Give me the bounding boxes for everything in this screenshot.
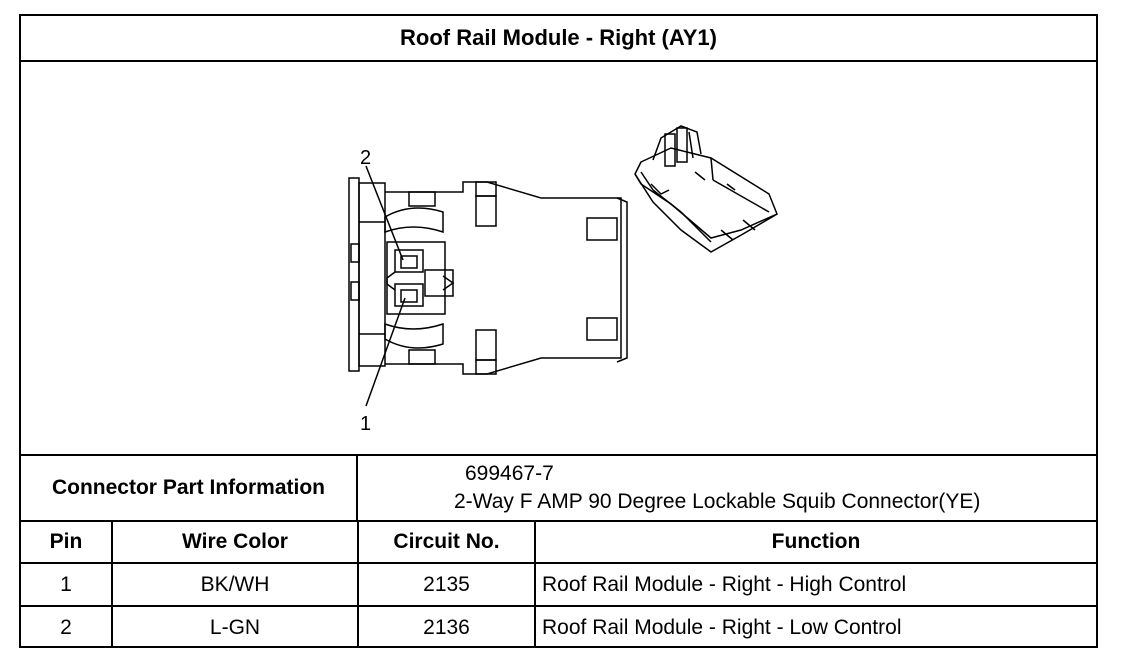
circuit-cell: 2135	[357, 562, 536, 607]
connector-illustration: 2 1	[348, 125, 778, 435]
connector-diagram-frame: Roof Rail Module - Right (AY1)	[19, 14, 1098, 648]
table-row: 1 BK/WH 2135 Roof Rail Module - Right - …	[21, 562, 1096, 607]
header-wire-color: Wire Color	[111, 522, 359, 564]
header-pin: Pin	[21, 522, 113, 564]
function-cell: Roof Rail Module - Right - Low Control	[534, 605, 1096, 648]
callout-1-label: 1	[360, 413, 371, 435]
pin-table-header: Pin Wire Color Circuit No. Function	[21, 522, 1096, 564]
connector-part-info: Connector Part Information 699467-7 2-Wa…	[21, 454, 1096, 522]
pin-cell: 1	[21, 562, 113, 607]
connector-face-view	[348, 177, 628, 375]
callout-2-leader	[365, 165, 404, 261]
connector-part-number: 699467-7	[465, 462, 554, 485]
connector-description: 2-Way F AMP 90 Degree Lockable Squib Con…	[454, 490, 981, 513]
callout-2-label: 2	[360, 147, 371, 169]
circuit-cell: 2136	[357, 605, 536, 648]
callout-1-leader	[365, 297, 406, 407]
connector-drawing: 2 1	[21, 62, 1096, 454]
pin-table: Pin Wire Color Circuit No. Function 1 BK…	[21, 522, 1096, 648]
connector-part-info-label: Connector Part Information	[21, 456, 358, 520]
wire-color-cell: BK/WH	[111, 562, 359, 607]
header-circuit-no: Circuit No.	[357, 522, 536, 564]
connector-part-info-value: 699467-7 2-Way F AMP 90 Degree Lockable …	[361, 456, 1096, 520]
table-row: 2 L-GN 2136 Roof Rail Module - Right - L…	[21, 605, 1096, 648]
connector-isometric-view	[634, 125, 778, 253]
header-function: Function	[534, 522, 1096, 564]
pin-cell: 2	[21, 605, 113, 648]
diagram-title: Roof Rail Module - Right (AY1)	[21, 16, 1096, 62]
function-cell: Roof Rail Module - Right - High Control	[534, 562, 1096, 607]
wire-color-cell: L-GN	[111, 605, 359, 648]
